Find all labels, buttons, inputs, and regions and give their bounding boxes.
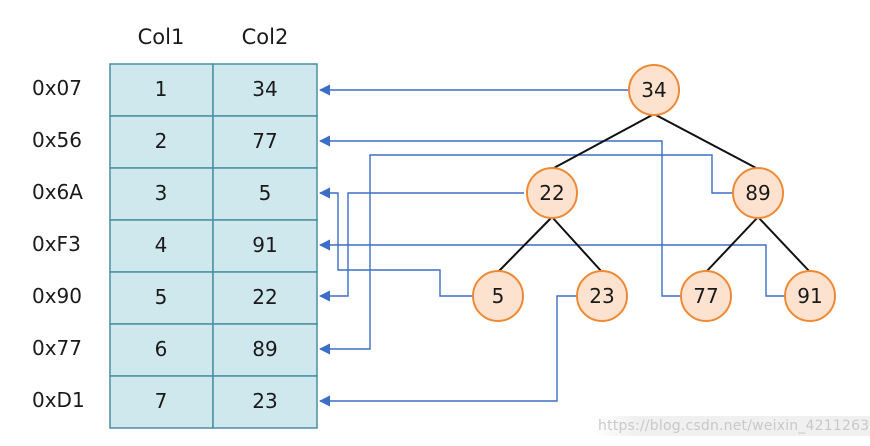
pointer-line — [318, 192, 524, 302]
cell-col1: 4 — [155, 233, 168, 257]
cell-col1: 6 — [155, 337, 168, 361]
node-label: 77 — [693, 284, 718, 308]
cell-col2: 22 — [252, 285, 277, 309]
address-label: 0x6A — [32, 180, 83, 204]
pointer-line — [318, 295, 576, 407]
pointer-lines — [318, 84, 784, 407]
table-cell — [212, 167, 318, 221]
node-circle — [680, 270, 732, 322]
address-label: 0xD1 — [32, 388, 85, 412]
table-row: 6 89 — [109, 323, 318, 377]
node-label: 34 — [641, 78, 666, 102]
tree-edge — [757, 216, 811, 273]
node-circle — [732, 167, 784, 219]
col2-header: Col2 — [242, 25, 289, 49]
table-cell — [212, 63, 318, 117]
data-table: 1 34 2 77 3 5 4 91 5 22 — [109, 63, 318, 429]
tree-nodes: 34 22 89 5 23 77 91 — [472, 64, 836, 322]
table-cell — [212, 219, 318, 273]
node-label: 23 — [589, 284, 614, 308]
col1-header: Col1 — [138, 25, 185, 49]
pointer-line — [318, 154, 732, 355]
table-cell — [212, 323, 318, 377]
cell-col2: 5 — [259, 181, 272, 205]
node-label: 5 — [492, 284, 505, 308]
address-label: 0x90 — [32, 284, 82, 308]
tree-node: 5 — [472, 270, 524, 322]
table-cell — [109, 375, 214, 429]
cell-col1: 5 — [155, 285, 168, 309]
address-label: 0x07 — [32, 76, 82, 100]
tree-edges — [497, 113, 811, 273]
table-row: 3 5 — [109, 167, 318, 221]
tree-node: 91 — [784, 270, 836, 322]
address-label: 0xF3 — [32, 232, 81, 256]
table-row: 5 22 — [109, 271, 318, 325]
node-circle — [526, 167, 578, 219]
cell-col1: 7 — [155, 389, 168, 413]
tree-node: 22 — [526, 167, 578, 219]
tree-edge — [653, 113, 759, 170]
table-cell — [109, 63, 214, 117]
cell-col2: 23 — [252, 389, 277, 413]
tree-node: 77 — [680, 270, 732, 322]
tree-edge — [551, 216, 603, 273]
tree-node: 23 — [576, 270, 628, 322]
watermark-text: https://blog.csdn.net/weixin_42112635 — [592, 416, 870, 436]
address-label: 0x77 — [32, 336, 82, 360]
tree-edge — [551, 113, 655, 170]
cell-col2: 89 — [252, 337, 277, 361]
tree-node-root: 34 — [628, 64, 680, 116]
table-row: 2 77 — [109, 115, 318, 169]
table-cell — [212, 271, 318, 325]
node-circle — [628, 64, 680, 116]
pointer-line — [318, 187, 472, 297]
table-cell — [212, 115, 318, 169]
table-row: 4 91 — [109, 219, 318, 273]
pointer-line — [318, 239, 784, 297]
node-circle — [576, 270, 628, 322]
cell-col2: 34 — [252, 77, 277, 101]
table-cell — [212, 375, 318, 429]
cell-col1: 3 — [155, 181, 168, 205]
node-circle — [472, 270, 524, 322]
tree-edge — [705, 216, 759, 273]
tree-node: 89 — [732, 167, 784, 219]
node-label: 91 — [797, 284, 822, 308]
pointer-line — [318, 135, 680, 297]
cell-col1: 1 — [155, 77, 168, 101]
address-labels: 0x07 0x56 0x6A 0xF3 0x90 0x77 0xD1 — [32, 76, 85, 412]
table-row: 7 23 — [109, 375, 318, 429]
node-circle — [784, 270, 836, 322]
cell-col2: 91 — [252, 233, 277, 257]
cell-col2: 77 — [252, 129, 277, 153]
tree-edge — [497, 216, 553, 273]
table-cell — [109, 115, 214, 169]
node-label: 89 — [745, 181, 770, 205]
cell-col1: 2 — [155, 129, 168, 153]
address-label: 0x56 — [32, 128, 82, 152]
table-row: 1 34 — [109, 63, 318, 117]
node-label: 22 — [539, 181, 564, 205]
